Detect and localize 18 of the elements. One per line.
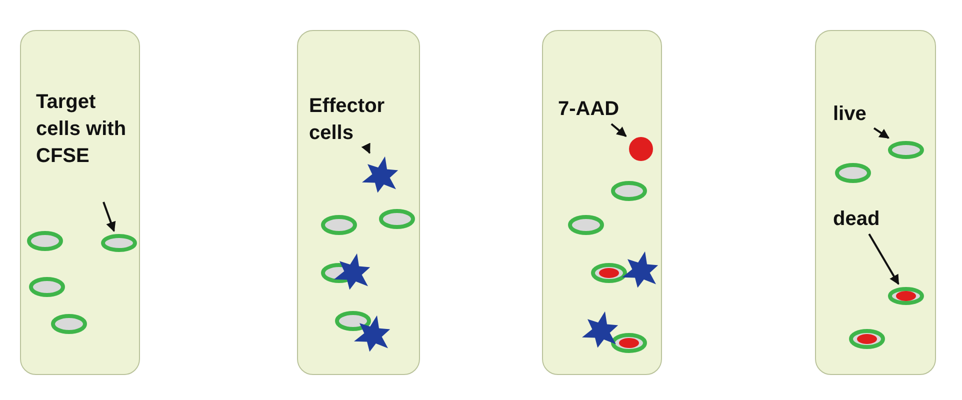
cell-label: 7-AAD [558,96,630,123]
test-tube [297,30,420,375]
leader-arrow [868,234,900,285]
dye-dot-icon [629,137,653,161]
cell-label: Effector cells [309,93,401,149]
cell-icon [101,234,137,252]
cell-label: live [833,101,873,128]
leader-arrow [873,127,890,139]
cell-label: Target cells with CFSE [36,89,131,201]
leader-arrow [610,123,627,137]
cell-label: dead [833,206,889,233]
cell-icon [888,141,924,159]
test-tube [20,30,140,375]
dead-cell-icon [888,287,924,305]
leader-arrow [102,202,116,232]
test-tube [815,30,936,375]
test-tube [542,30,662,375]
leader-arrow [361,142,370,154]
